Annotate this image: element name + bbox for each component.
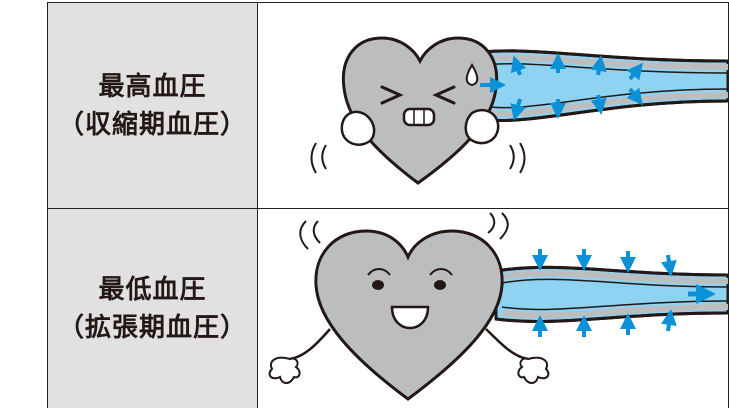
blood-vessel-narrow-icon: [461, 49, 728, 122]
bp-comparison-table: 最高血圧 （収縮期血圧）: [47, 2, 729, 408]
diastolic-illustration: [258, 209, 728, 408]
systolic-illustration: [258, 3, 728, 208]
pressure-arrows-inward: [532, 249, 677, 337]
systolic-subtitle: （収縮期血圧）: [57, 109, 247, 140]
diastolic-subtitle: （拡張期血圧）: [57, 312, 247, 343]
diastolic-title: 最低血圧: [98, 274, 207, 305]
heart-contracting-icon: [310, 36, 526, 185]
row-diastolic: 最低血圧 （拡張期血圧）: [48, 209, 728, 408]
label-cell-systolic: 最高血圧 （収縮期血圧）: [48, 3, 258, 208]
heart-relaxing-icon: [268, 212, 550, 401]
label-cell-diastolic: 最低血圧 （拡張期血圧）: [48, 209, 258, 408]
blood-vessel-wide-icon: [494, 265, 728, 323]
pressure-arrows-outward: [480, 53, 643, 121]
row-systolic: 最高血圧 （収縮期血圧）: [48, 3, 728, 209]
systolic-title: 最高血圧: [98, 71, 207, 102]
